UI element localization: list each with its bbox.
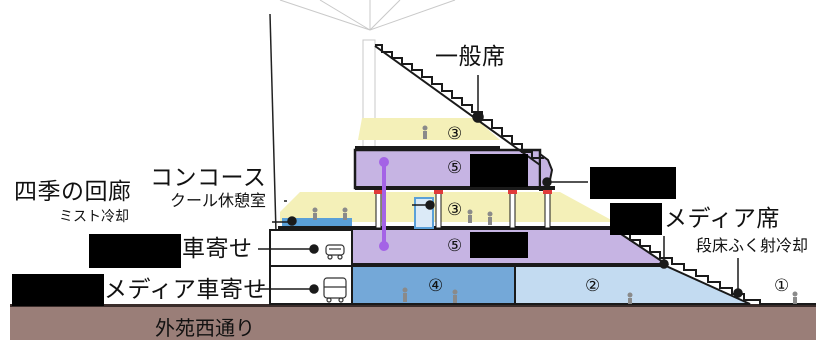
zone-3-upper-number: ③	[447, 124, 463, 144]
mist-water-strip	[282, 218, 352, 226]
ground	[10, 305, 816, 340]
label-general-seats: 一般席	[435, 44, 506, 70]
label-concourse: コンコース	[150, 165, 267, 191]
label-mist-cooling: ミスト冷却	[59, 209, 129, 225]
zone-5-upper-number: ⑤	[447, 158, 463, 178]
car-icon	[325, 244, 345, 260]
leader-lines	[258, 75, 743, 298]
zone-3-lower-number: ③	[447, 200, 463, 220]
mid-slab	[355, 146, 500, 150]
redaction-4	[610, 203, 662, 235]
redaction-5	[89, 234, 181, 268]
ground-top-line	[10, 304, 816, 307]
upper-slab	[355, 186, 555, 190]
people-silhouettes	[312, 125, 798, 304]
zone-2-block	[514, 265, 751, 305]
redaction-6	[12, 274, 104, 306]
label-street: 外苑西通り	[155, 316, 255, 340]
zone-4-number: ④	[428, 276, 444, 296]
lower-yellow-zone	[280, 192, 615, 222]
concourse-slab	[278, 226, 618, 230]
zone-5-lower-number: ⑤	[447, 236, 463, 256]
label-media-car-drop: メディア車寄せ	[104, 277, 267, 303]
label-media-seats: メディア席	[664, 206, 780, 232]
zone-2-number: ②	[585, 276, 601, 296]
redaction-2	[470, 232, 528, 258]
zone-4-block	[351, 265, 516, 305]
upper-yellow-zone	[358, 118, 500, 140]
roof-lines	[279, 0, 456, 31]
label-car-drop: 車寄せ	[182, 236, 253, 262]
redaction-3	[590, 167, 676, 199]
support-columns	[374, 189, 552, 229]
redaction-1	[470, 154, 528, 187]
bus-icon	[323, 277, 347, 303]
label-four-seasons-corridor: 四季の回廊	[14, 179, 132, 205]
label-cool-rest-room: クール休憩室	[170, 191, 267, 210]
label-step-floor-cooling: 段床ふく射冷却	[696, 236, 809, 255]
upper-stand-steps	[375, 44, 544, 159]
zone-1-number: ①	[774, 276, 790, 296]
